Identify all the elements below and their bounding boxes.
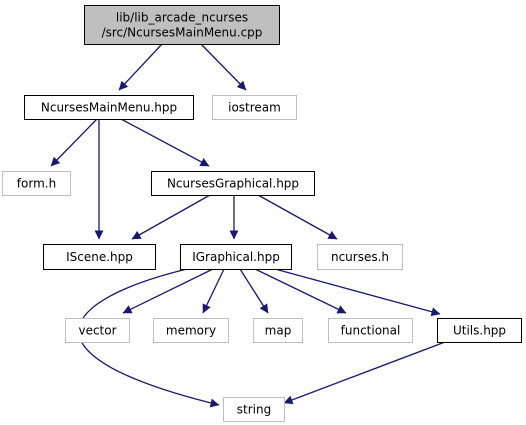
node-ncurses-main-menu-hpp[interactable]: NcursesMainMenu.hpp [24,95,194,120]
node-label: Utils.hpp [453,324,506,338]
node-box [43,244,156,270]
node-box [24,95,194,120]
node-box [328,318,413,343]
node-label: /src/NcursesMainMenu.cpp [102,26,263,40]
node-form-h: form.h [2,171,71,196]
node-label: map [265,324,292,338]
node-iostream: iostream [212,95,297,120]
node-label: ncurses.h [331,250,389,264]
node-box [84,5,280,45]
edge-igraphical-hpp-to-vector [122,268,214,314]
node-label: IScene.hpp [66,250,133,264]
node-label: iostream [228,101,281,115]
node-box [65,318,130,343]
node-box [153,318,229,343]
node-ncurses-h: ncurses.h [317,244,403,270]
node-root[interactable]: lib/lib_arcade_ncurses/src/NcursesMainMe… [84,5,280,45]
node-label: NcursesGraphical.hpp [167,177,299,191]
edge-igraphical-hpp-to-utils-hpp [274,268,441,317]
edge-ncurses-graphical-hpp-to-ncurses-h [257,194,338,240]
node-box [212,95,297,120]
node-box [2,171,71,196]
node-box [223,397,285,422]
node-label: memory [166,324,216,338]
node-label: functional [341,324,401,338]
edge-igraphical-hpp-to-memory [202,268,225,314]
node-memory: memory [153,318,229,343]
node-map: map [253,318,303,343]
node-box [180,244,292,270]
node-label: form.h [17,177,56,191]
node-box [253,318,303,343]
edge-igraphical-hpp-to-map [239,268,269,314]
node-box [151,171,315,196]
edge-ncurses-main-menu-hpp-to-ncurses-graphical-hpp [120,118,210,167]
edge-ncurses-graphical-hpp-to-iscene-hpp [131,194,211,240]
node-ncurses-graphical-hpp[interactable]: NcursesGraphical.hpp [151,171,315,196]
node-igraphical-hpp[interactable]: IGraphical.hpp [180,244,292,270]
node-box [437,318,522,343]
node-label: IGraphical.hpp [192,250,280,264]
node-string: string [223,397,285,422]
edge-utils-hpp-to-string [283,341,446,405]
edge-root-to-ncurses-main-menu-hpp [118,43,163,91]
node-label: vector [78,324,116,338]
node-vector: vector [65,318,130,343]
edge-root-to-iostream [200,43,247,91]
node-functional: functional [328,318,413,343]
node-label: lib/lib_arcade_ncurses [116,11,248,25]
node-iscene-hpp[interactable]: IScene.hpp [43,244,156,270]
node-label: string [237,403,271,417]
node-label: NcursesMainMenu.hpp [41,101,177,115]
edge-ncurses-main-menu-hpp-to-form-h [50,118,98,167]
node-box [317,244,403,270]
node-utils-hpp[interactable]: Utils.hpp [437,318,522,343]
edge-igraphical-hpp-to-functional [254,268,347,314]
